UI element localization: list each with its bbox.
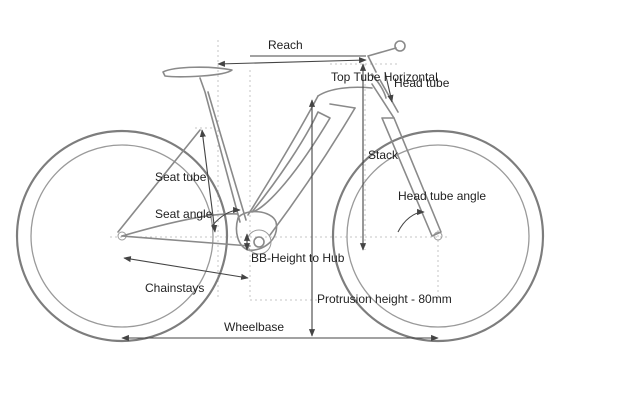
reach-line — [217, 57, 367, 67]
label-reach: Reach — [268, 38, 303, 52]
handlebar — [394, 40, 406, 52]
top-tube — [317, 86, 373, 97]
seatstay — [117, 129, 201, 233]
stem — [367, 47, 397, 73]
label-seat-tube: Seat tube — [155, 170, 207, 184]
chainstay — [121, 235, 251, 247]
seatstay-2 — [121, 213, 239, 237]
labels: Reach Top Tube Horizontal Head tube Stac… — [145, 38, 486, 334]
measurements — [121, 55, 439, 342]
fork — [381, 117, 442, 237]
head-tube-angle-arc — [397, 208, 425, 233]
motor-housing — [235, 210, 278, 251]
label-wheelbase: Wheelbase — [224, 320, 284, 334]
seat-tube-line — [199, 129, 218, 233]
bottom-bracket — [253, 236, 265, 248]
label-seat-angle: Seat angle — [155, 207, 213, 221]
label-stack: Stack — [368, 148, 399, 162]
label-top-tube-horizontal: Top Tube Horizontal — [331, 70, 438, 84]
seat-tube — [199, 77, 241, 223]
seat-angle-arc — [211, 206, 241, 227]
head-tube — [371, 83, 395, 119]
down-tube — [247, 95, 319, 216]
seat-tube-inner — [207, 91, 247, 221]
chainstays-line — [123, 256, 249, 280]
saddle — [162, 66, 233, 78]
label-head-tube-angle: Head tube angle — [398, 189, 486, 203]
label-protrusion-height: Protrusion height - 80mm — [317, 292, 452, 306]
label-bb-height-to-hub: BB-Height to Hub — [251, 251, 345, 265]
head-tube-line — [384, 71, 394, 103]
top-tube-joint — [329, 103, 356, 109]
frame-cutout — [251, 111, 331, 213]
label-chainstays: Chainstays — [145, 281, 204, 295]
cable — [371, 73, 387, 99]
label-head-tube: Head tube — [394, 76, 450, 90]
